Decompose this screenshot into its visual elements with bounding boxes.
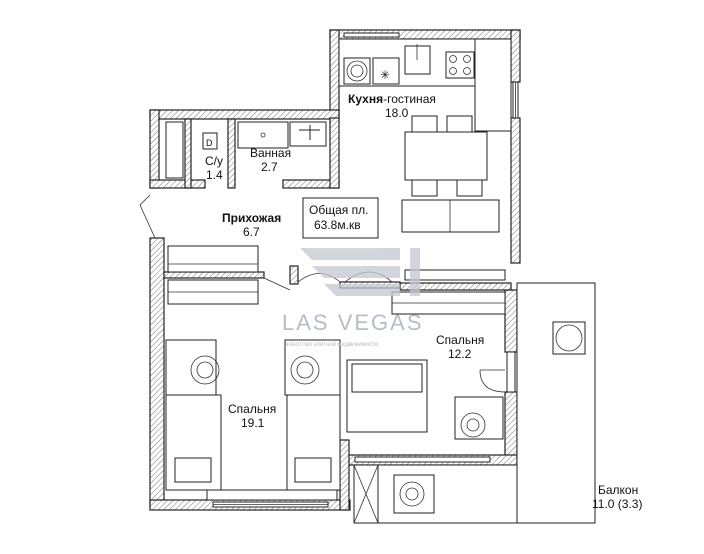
wc-area: 1.4 [206,168,223,182]
hall-wardrobes [167,245,506,315]
balcony [353,282,596,524]
bath-label: Ванная [250,146,291,160]
fan-icon: ✳ [380,68,390,82]
bathroom-fixtures: D [165,121,327,179]
total-area-box [302,197,379,239]
bedroom-small-label: Спальня [436,333,484,347]
bedroom-furniture [165,339,504,501]
bedroom-large-label: Спальня [228,402,276,416]
watermark-brand: LAS VEGAS [282,310,424,335]
kitchen-furniture: ✳ [338,38,512,281]
kitchen-label: Кухня-гостиная [348,92,436,106]
interior-walls [149,117,512,291]
bedroom-small-area: 12.2 [448,347,472,361]
balcony-area: 11.0 (3.3) [592,497,642,511]
total-area-label: Общая пл. [309,203,368,217]
total-area-value: 63.8м.кв [314,218,361,232]
svg-text:D: D [206,138,213,148]
bath-area: 2.7 [261,160,278,174]
hall-area: 6.7 [243,225,260,239]
watermark-tagline: агентство элитной недвижимости [285,341,378,348]
wc-label: С/у [205,154,223,168]
windows [212,32,519,508]
hall-label: Прихожая [222,211,281,225]
watermark-logo [300,248,420,296]
balcony-label: Балкон [598,483,638,497]
kitchen-area: 18.0 [385,106,409,120]
bedroom-large-area: 19.1 [241,416,265,430]
